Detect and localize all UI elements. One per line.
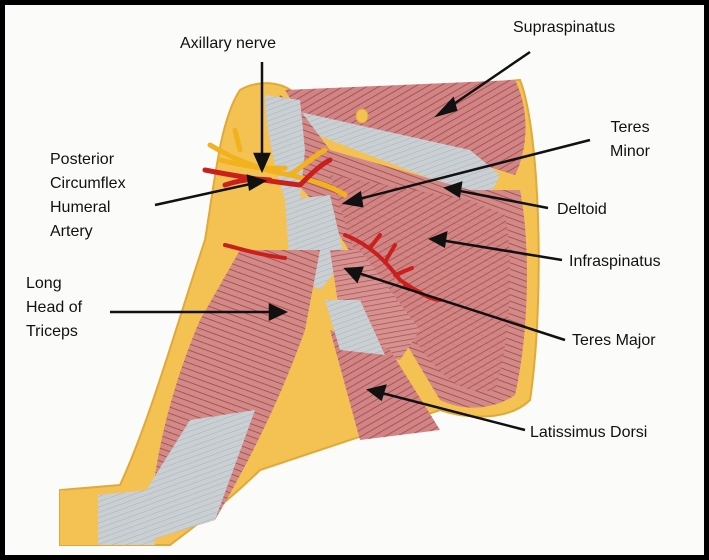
elbow-tendon bbox=[95, 490, 155, 545]
label-axillary-nerve: Axillary nerve bbox=[180, 32, 276, 56]
label-triceps-line-1: Long bbox=[26, 272, 82, 296]
label-teres-minor-line-2: Minor bbox=[598, 140, 662, 164]
label-supraspinatus: Supraspinatus bbox=[513, 16, 615, 40]
label-triceps-line-2: Head of bbox=[26, 296, 82, 320]
label-teres-minor: Teres Minor bbox=[598, 116, 662, 164]
label-circumflex-artery: Posterior Circumflex Humeral Artery bbox=[50, 148, 126, 244]
label-long-head-of-triceps: Long Head of Triceps bbox=[26, 272, 82, 344]
label-circumflex-line-3: Humeral bbox=[50, 196, 126, 220]
label-deltoid: Deltoid bbox=[557, 198, 607, 222]
label-circumflex-line-4: Artery bbox=[50, 220, 126, 244]
elbow-fat bbox=[60, 490, 98, 545]
label-teres-minor-line-1: Teres bbox=[598, 116, 662, 140]
label-teres-major: Teres Major bbox=[572, 329, 656, 353]
label-circumflex-line-2: Circumflex bbox=[50, 172, 126, 196]
scapula-dot bbox=[356, 109, 368, 123]
label-infraspinatus: Infraspinatus bbox=[569, 250, 661, 274]
label-circumflex-line-1: Posterior bbox=[50, 148, 126, 172]
label-latissimus-dorsi: Latissimus Dorsi bbox=[530, 421, 647, 445]
label-triceps-line-3: Triceps bbox=[26, 320, 82, 344]
